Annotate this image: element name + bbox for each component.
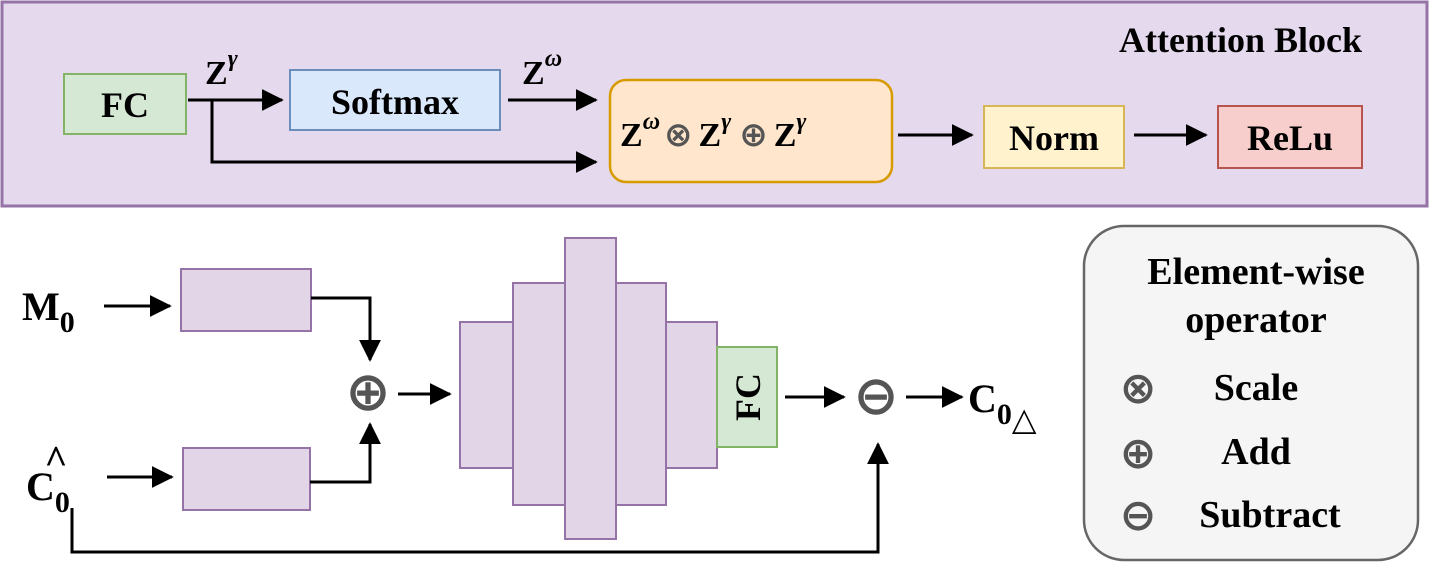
attention-fc-label: FC: [101, 85, 149, 125]
legend-title-line1: Element-wise: [1147, 251, 1364, 293]
softmax-label: Softmax: [331, 82, 459, 122]
network-fc-label: FC: [728, 373, 768, 421]
c0-hat-accent: ^: [44, 437, 67, 482]
arrow-c0hat-to-add: [310, 422, 381, 484]
combine-box: [608, 78, 894, 184]
c0-hat-label: C0: [26, 464, 70, 519]
arrow-m0-to-add: [311, 296, 381, 362]
z-gamma-label: Zγ: [205, 46, 238, 92]
relu-label: ReLu: [1247, 118, 1333, 158]
legend-subtract-label: Subtract: [1199, 494, 1341, 536]
network-layer-4: [615, 282, 667, 506]
attention-fc-box: [63, 73, 187, 135]
network-fc-box: [716, 346, 778, 448]
legend-title-line2: operator: [1185, 299, 1327, 341]
arrow-fc-to-combine: [210, 100, 598, 173]
legend-frame: [1082, 224, 1420, 562]
subtract-operator-icon: ⊖: [853, 364, 898, 427]
network-layer-1: [459, 321, 514, 469]
network: M0 C0 ^ ⊕ FC ⊖ C0△: [22, 237, 1037, 554]
legend-add-label: Add: [1221, 431, 1291, 473]
relu-box: [1217, 105, 1363, 169]
softmax-box: [289, 69, 501, 131]
norm-label: Norm: [1009, 118, 1099, 158]
attention-block-title: Attention Block: [1119, 20, 1362, 60]
operator-legend: Element-wise operator ⊗ Scale ⊕ Add ⊖ Su…: [1082, 224, 1420, 562]
m0-encoder-block: [180, 268, 312, 332]
c0hat-encoder-block: [182, 447, 311, 511]
network-layer-5: [665, 321, 718, 469]
legend-scale-icon: ⊗: [1120, 363, 1157, 414]
legend-subtract-icon: ⊖: [1120, 490, 1157, 541]
network-layer-3: [564, 237, 617, 540]
arrow-skip-c0hat-to-subtract: [70, 442, 889, 554]
attention-block: Attention Block FC Zγ Softmax Zω Zω⊗Zγ⊕Z…: [0, 0, 1429, 208]
legend-add-icon: ⊕: [1120, 428, 1157, 479]
network-layer-2: [512, 282, 566, 506]
norm-box: [983, 105, 1125, 169]
output-label: C0△: [968, 376, 1037, 438]
combine-expression: Zω⊗Zγ⊕Zγ: [620, 109, 806, 155]
legend-scale-label: Scale: [1214, 367, 1298, 409]
z-omega-label: Zω: [522, 46, 562, 92]
m0-label: M0: [22, 284, 75, 339]
add-operator-icon: ⊕: [345, 360, 390, 423]
